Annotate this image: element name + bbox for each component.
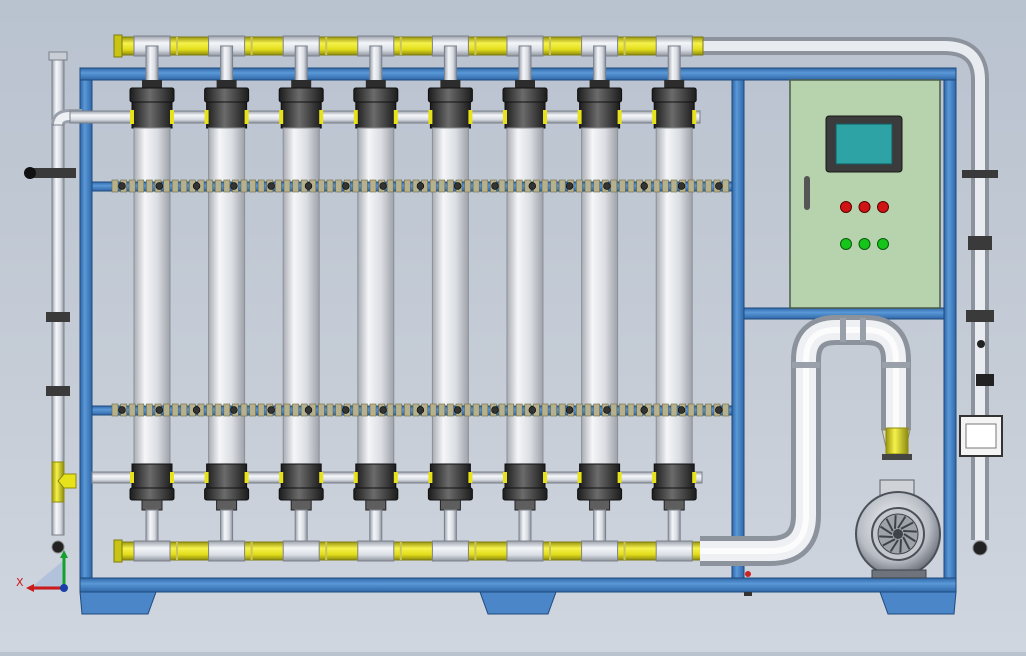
red-indicator-lamp: [858, 201, 871, 213]
right-valve-1[interactable]: [968, 236, 992, 250]
red-indicator-lamp: [877, 201, 889, 213]
membrane-module: [502, 45, 548, 547]
membrane-module: [651, 45, 697, 547]
cabinet-door: [789, 79, 941, 309]
frame-middle-post: [731, 79, 745, 579]
left-pipe-assembly: [24, 51, 82, 554]
frame-top-rail: [79, 67, 957, 81]
left-valve-1[interactable]: [46, 312, 70, 322]
left-drain-valve[interactable]: [51, 540, 65, 554]
left-valve-2[interactable]: [46, 386, 70, 396]
right-sensor: [976, 374, 994, 386]
right-drain-valve[interactable]: [972, 540, 988, 556]
pump-loop-piping: [700, 315, 912, 596]
axis-triad: X: [16, 550, 68, 592]
skid-frame: [79, 67, 957, 615]
cabinet-door-handle[interactable]: [804, 176, 810, 210]
frame-bottom-rail: [79, 577, 957, 593]
green-indicator-lamp: [840, 238, 852, 250]
left-concentrate-pipe: [51, 124, 65, 536]
right-pipe-assembly: [700, 37, 1003, 556]
frame-right-post: [943, 79, 957, 579]
left-gauge-valve[interactable]: [24, 167, 36, 179]
right-valve-2[interactable]: [966, 310, 994, 322]
top-collector-header: [113, 34, 704, 58]
frame-foot-middle: [479, 591, 557, 615]
frame-left-post: [79, 79, 93, 579]
pump-fan-icon: [879, 515, 917, 553]
indicator-lamps: [840, 201, 889, 250]
frame-foot-right: [879, 591, 957, 615]
green-indicator-lamp: [877, 238, 889, 250]
membrane-module: [577, 45, 623, 547]
circulation-pump[interactable]: [855, 479, 941, 579]
green-indicator-lamp: [858, 238, 871, 250]
axis-z-dot: [60, 584, 68, 592]
membrane-module: [278, 45, 324, 547]
membrane-module: [129, 45, 175, 547]
module-clamp-bars: [91, 179, 733, 417]
bottom-feed-header: [113, 539, 704, 563]
control-cabinet: [789, 79, 941, 309]
frame-foot-left: [79, 591, 157, 615]
pump-inlet-reducer: [885, 427, 909, 455]
membrane-module: [353, 45, 399, 547]
membrane-module: [427, 45, 473, 547]
red-indicator-lamp: [840, 201, 852, 213]
axis-x-label: X: [16, 576, 24, 589]
membrane-module: [204, 45, 250, 547]
hmi-screen: [835, 123, 893, 165]
